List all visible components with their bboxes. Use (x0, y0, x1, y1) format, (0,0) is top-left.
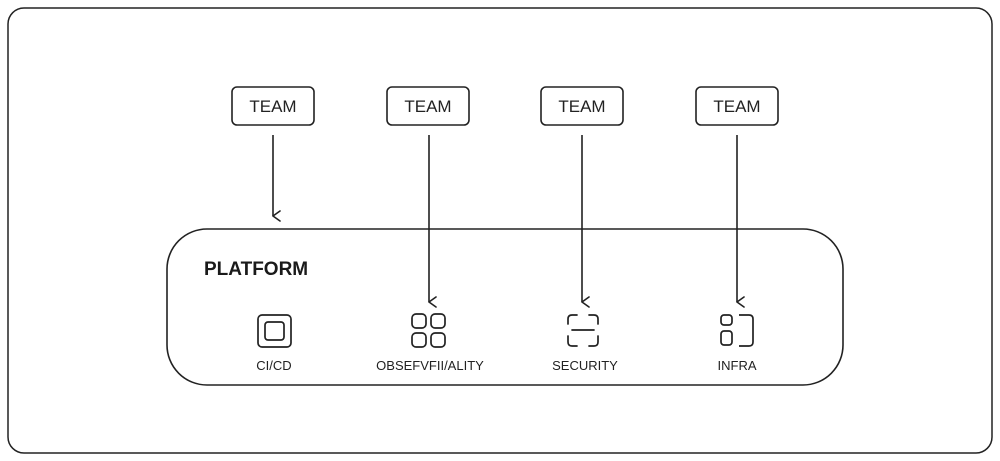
platform-title: PLATFORM (204, 259, 308, 280)
team-box-4: TEAM (695, 86, 779, 126)
service-label-cicd: CI/CD (256, 358, 291, 373)
team-label: TEAM (558, 97, 605, 116)
service-label-infra: INFRA (718, 358, 757, 373)
service-label-observability: OBSEFVFII/ALITY (376, 358, 484, 373)
four-squares-grid-icon (411, 313, 446, 348)
square-chip-icon (257, 314, 292, 348)
team-box-1: TEAM (231, 86, 315, 126)
team-box-2: TEAM (386, 86, 470, 126)
platform-container (166, 228, 844, 386)
team-label: TEAM (249, 97, 296, 116)
split-bracket-icon (720, 314, 754, 347)
team-box-3: TEAM (540, 86, 624, 126)
team-label: TEAM (713, 97, 760, 116)
scan-frame-icon (567, 314, 599, 347)
team-label: TEAM (404, 97, 451, 116)
service-label-security: SECURITY (552, 358, 618, 373)
